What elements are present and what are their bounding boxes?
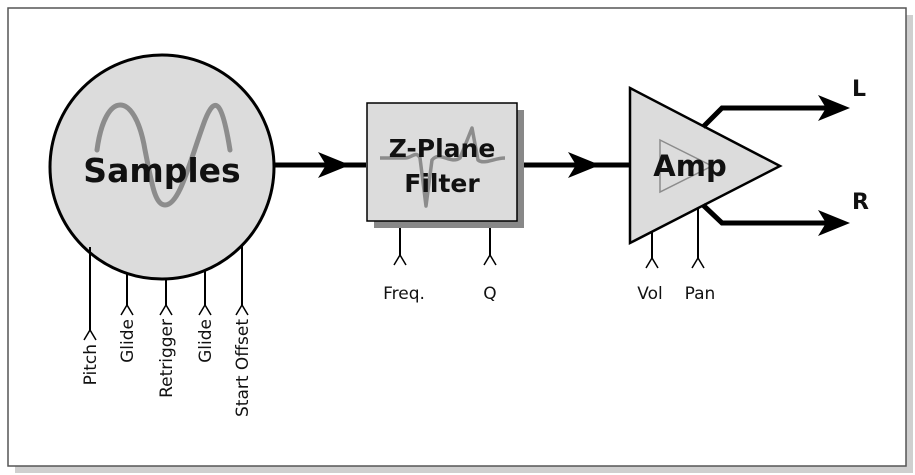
samples-input-pitch: Pitch [81, 247, 101, 385]
samples-title: Samples [83, 151, 240, 190]
filter-title-line1: Z-Plane [389, 134, 496, 163]
output-left: L [701, 77, 866, 129]
input-label-retrigger: Retrigger [157, 319, 177, 398]
input-label-glide-2: Glide [196, 319, 216, 363]
amp-input-vol: Vol [637, 232, 663, 304]
samples-input-glide-2: Glide [196, 270, 216, 363]
filter-response-icon [380, 126, 506, 208]
input-label-freq: Freq. [383, 284, 425, 304]
amp-block: Amp [628, 85, 783, 246]
input-label-vol: Vol [637, 284, 662, 304]
amp-input-pan: Pan [685, 208, 716, 304]
samples-input-retrigger: Retrigger [157, 279, 177, 398]
input-label-pan: Pan [685, 284, 716, 304]
samples-inputs: Pitch Glide Retrigger Glide Start Offset [81, 245, 253, 417]
output-right: R [701, 190, 869, 236]
filter-inputs: Freq. Q [383, 228, 497, 304]
input-label-q: Q [483, 284, 496, 304]
samples-block: Samples [48, 53, 276, 281]
filter-title-line2: Filter [404, 169, 480, 198]
output-label-right: R [852, 190, 869, 215]
amp-inner-triangle-icon [659, 138, 714, 194]
amp-title: Amp [653, 149, 726, 183]
samples-input-glide-1: Glide [118, 273, 138, 363]
samples-input-start-offset: Start Offset [233, 245, 253, 417]
filter-input-q: Q [483, 228, 497, 304]
sine-wave-icon [94, 102, 233, 208]
arrow-samples-to-filter [274, 152, 366, 178]
amp-inputs: Vol Pan [637, 208, 715, 304]
input-label-start-offset: Start Offset [233, 319, 253, 417]
filter-block: Z-Plane Filter [366, 102, 524, 228]
input-label-pitch: Pitch [81, 344, 101, 385]
arrow-filter-to-amp [524, 152, 632, 178]
input-label-glide-1: Glide [118, 319, 138, 363]
output-label-left: L [852, 77, 866, 102]
filter-input-freq: Freq. [383, 228, 425, 304]
